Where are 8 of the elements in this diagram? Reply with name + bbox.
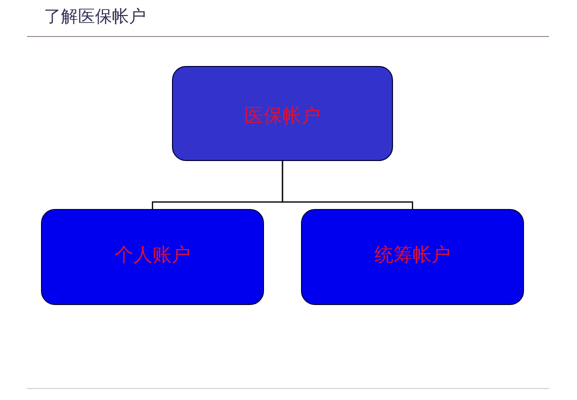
box-label: 个人账户 <box>114 244 192 268</box>
account-box <box>301 209 524 305</box>
connector-line <box>282 161 414 209</box>
box-label: 统筹帐户 <box>374 244 452 268</box>
account-box <box>172 66 393 161</box>
slide-title: 了解医保帐户 <box>44 6 146 28</box>
box-label: 医保帐户 <box>244 105 322 129</box>
account-box <box>41 209 264 305</box>
